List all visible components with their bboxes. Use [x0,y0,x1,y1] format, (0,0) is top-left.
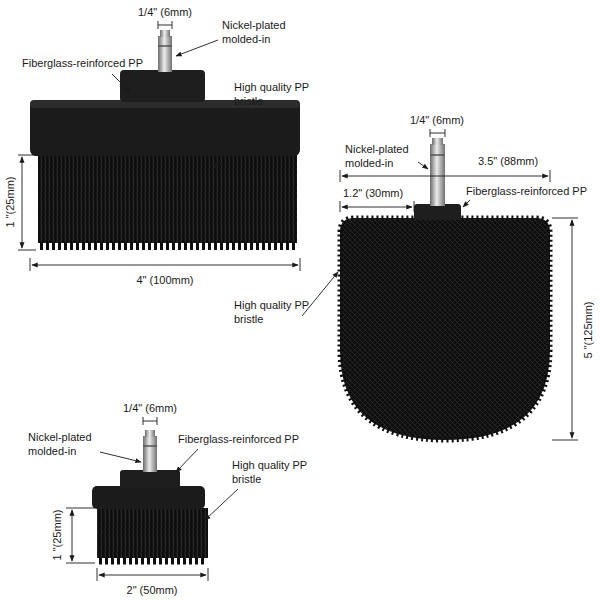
dimension-label: 1/4" (6mm) [123,401,177,415]
dimension-label: 1 "(25mm) [3,177,17,228]
part-label: Nickel-plated molded-in [345,142,425,170]
leader-lines [18,21,300,271]
dimension-label: 1 "(25mm) [50,510,64,561]
dimension-label: 1.2" (30mm) [343,186,403,200]
dimension-label: 2" (50mm) [127,583,178,597]
leader-lines [302,129,578,440]
dimension-label: 3.5" (88mm) [478,154,538,168]
part-label: High quality PP bristle [232,458,312,486]
dimension-label: 1/4" (6mm) [410,113,464,127]
part-label: High quality PP bristle [234,298,314,326]
dimension-label: 1/4" (6mm) [138,5,192,19]
dimension-label: 5 "(125mm) [581,301,595,358]
part-label: High quality PP bristle [234,80,314,108]
part-label: Fiberglass-reinforced PP [22,56,143,70]
round-brush [340,138,550,440]
part-label: Nickel-plated molded-in [28,430,108,458]
part-label: Fiberglass-reinforced PP [466,184,587,198]
flat-brush-small [92,430,208,561]
dimension-label: 4" (100mm) [136,273,193,287]
part-label: Nickel-plated molded-in [222,18,310,46]
part-label: Fiberglass-reinforced PP [178,432,299,446]
